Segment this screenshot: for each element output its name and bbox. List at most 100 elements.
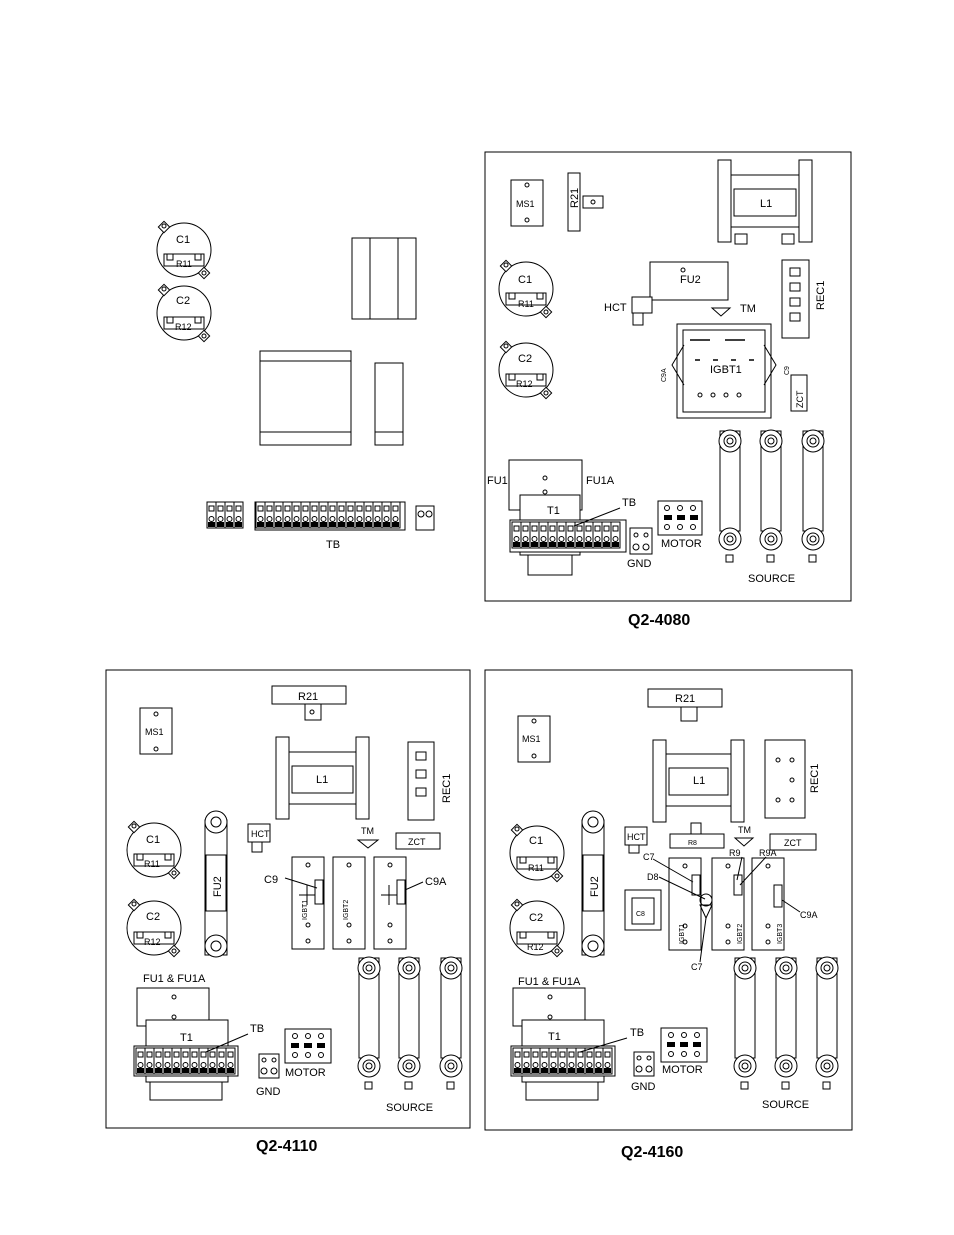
motor-terminal: MOTOR [660, 1027, 708, 1076]
zct-sensor: ZCT [790, 374, 808, 412]
fu2-fuse: FU2 [649, 261, 729, 301]
capacitor-c2: C2 R12 [156, 283, 212, 343]
svg-text:ZCT: ZCT [784, 838, 802, 848]
triple-block [351, 237, 417, 320]
l1-inductor: L1 [652, 739, 745, 823]
svg-text:FU2: FU2 [589, 876, 601, 897]
gnd-terminal: GND [631, 1051, 656, 1093]
svg-text:MOTOR: MOTOR [285, 1067, 326, 1079]
svg-text:TB: TB [630, 1027, 644, 1039]
svg-text:C9: C9 [784, 366, 791, 375]
svg-text:R8: R8 [688, 840, 697, 847]
svg-text:FU1: FU1 [487, 475, 508, 487]
source-terminals: SOURCE [733, 956, 839, 1111]
svg-text:R12: R12 [144, 937, 161, 947]
rec1-rectifier: REC1 [407, 741, 453, 821]
svg-text:FU2: FU2 [212, 876, 224, 897]
igbt-modules: C9 C9A IGBT1 IGBT2 [264, 856, 447, 950]
hct-sensor: HCT [604, 296, 653, 326]
svg-text:FU1 & FU1A: FU1 & FU1A [518, 976, 581, 988]
panel-q2-4080: MS1 R21 L1 FU2 REC1 [484, 151, 852, 602]
svg-text:R11: R11 [144, 859, 160, 869]
svg-text:MS1: MS1 [522, 734, 541, 744]
svg-text:C1: C1 [518, 274, 532, 286]
terminal-block-tb: TB [133, 1023, 264, 1077]
rec1-rectifier: REC1 [764, 739, 821, 819]
svg-text:HCT: HCT [604, 302, 627, 314]
svg-text:IGBT2: IGBT2 [343, 900, 350, 920]
small-box [374, 362, 404, 446]
svg-text:R12: R12 [527, 942, 544, 952]
zct-sensor: ZCT [395, 832, 441, 850]
svg-text:TB: TB [326, 539, 340, 551]
svg-text:C9A: C9A [800, 910, 818, 920]
terminal-block-tb: TB [510, 1027, 644, 1077]
svg-text:TM: TM [361, 826, 374, 836]
svg-text:TB: TB [250, 1023, 264, 1035]
r21-resistor: R21 [567, 172, 604, 232]
fu2-fuse: FU2 [204, 810, 228, 958]
gnd-terminal: GND [256, 1053, 281, 1098]
svg-text:R21: R21 [675, 693, 695, 705]
svg-text:IGBT2: IGBT2 [737, 924, 744, 944]
source-terminals: SOURCE [357, 956, 463, 1114]
svg-text:T1: T1 [547, 505, 560, 517]
svg-text:MOTOR: MOTOR [662, 1064, 703, 1076]
svg-text:TB: TB [622, 497, 636, 509]
ms1-relay: MS1 [510, 179, 544, 227]
svg-text:C7: C7 [643, 852, 655, 862]
svg-text:IGBT1: IGBT1 [302, 900, 309, 920]
source-terminals: SOURCE [718, 429, 825, 585]
tm-thermostat: TM [356, 826, 380, 849]
hct-sensor: HCT [624, 826, 648, 854]
svg-text:MS1: MS1 [145, 727, 164, 737]
svg-text:SOURCE: SOURCE [748, 573, 795, 585]
svg-text:FU1 & FU1A: FU1 & FU1A [143, 973, 206, 985]
svg-text:R11: R11 [518, 299, 534, 309]
svg-text:GND: GND [256, 1086, 281, 1098]
svg-text:C2: C2 [518, 353, 532, 365]
svg-text:C2: C2 [176, 295, 190, 307]
svg-text:GND: GND [627, 558, 652, 570]
svg-text:REC1: REC1 [441, 774, 453, 803]
svg-text:SOURCE: SOURCE [762, 1099, 809, 1111]
svg-text:TM: TM [740, 303, 756, 315]
svg-text:MOTOR: MOTOR [661, 538, 702, 550]
svg-text:R11: R11 [176, 259, 192, 269]
svg-text:REC1: REC1 [815, 281, 827, 310]
svg-text:IGBT1: IGBT1 [710, 364, 742, 376]
capacitor-c1: C1 R11 [498, 259, 554, 319]
svg-text:R21: R21 [569, 188, 581, 208]
svg-text:R9A: R9A [759, 848, 777, 858]
svg-text:C1: C1 [529, 835, 543, 847]
svg-text:MS1: MS1 [516, 199, 535, 209]
svg-text:L1: L1 [693, 775, 705, 787]
svg-text:IGBT1: IGBT1 [679, 924, 686, 944]
zct-sensor: ZCT [769, 833, 817, 851]
fuse-holder-fu1: FU1 & FU1A [512, 976, 586, 1027]
fuse-holder-fu1: FU1 & FU1A [136, 973, 210, 1027]
svg-text:ZCT: ZCT [408, 837, 426, 847]
large-box [259, 350, 352, 446]
igbt1-module: IGBT1 [671, 323, 777, 419]
ms1-relay: MS1 [517, 715, 551, 763]
svg-text:SOURCE: SOURCE [386, 1102, 433, 1114]
r8-resistor: R8 [669, 822, 725, 849]
r21-resistor: R21 [647, 688, 723, 722]
svg-text:L1: L1 [760, 198, 772, 210]
tm-thermostat: TM [733, 825, 755, 847]
svg-text:C8: C8 [636, 911, 645, 918]
top-left-parts: C1 R11 C2 R12 [156, 220, 435, 551]
svg-text:ZCT: ZCT [795, 390, 805, 408]
capacitor-c1: C1 R11 [509, 823, 565, 883]
svg-text:R21: R21 [298, 691, 318, 703]
svg-text:R11: R11 [528, 863, 544, 873]
panel-q2-4160: R21 MS1 L1 REC1 C1 R11 [484, 669, 853, 1131]
motor-terminal: MOTOR [657, 500, 703, 550]
capacitor-c1: C1 R11 [126, 820, 182, 880]
svg-text:FU2: FU2 [680, 274, 701, 286]
terminal-block-tb: TB [206, 501, 435, 551]
terminal-block-tb: TB [509, 497, 636, 553]
fu2-fuse: FU2 [581, 810, 605, 958]
